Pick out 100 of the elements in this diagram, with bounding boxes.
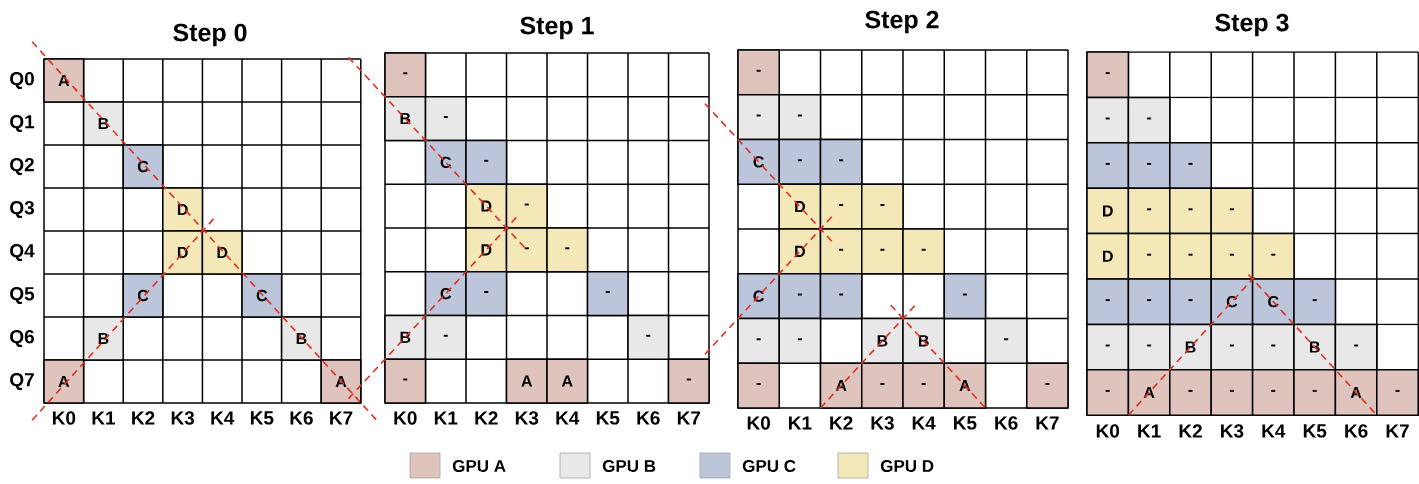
grid-cell: - — [465, 139, 508, 185]
grid-cell: A — [546, 358, 589, 404]
grid-cell: - — [1210, 232, 1254, 280]
grid-cell: - — [1293, 278, 1337, 326]
grid-cell: - — [465, 271, 508, 317]
grid-cell: - — [778, 317, 822, 364]
grid-cell: - — [1293, 369, 1337, 416]
column-label: K3 — [1221, 424, 1244, 438]
grid-cell: - — [384, 52, 427, 98]
column-label: K5 — [1303, 424, 1327, 438]
grid-cell: - — [902, 362, 945, 409]
grid-cell: - — [1210, 187, 1254, 235]
grid-cell: - — [1086, 142, 1130, 189]
grid-cell: - — [1376, 369, 1419, 416]
row-label: Q3 — [10, 201, 34, 218]
grid-cell: D — [778, 228, 822, 275]
column-label: K2 — [1179, 424, 1202, 438]
column-label: K4 — [211, 411, 235, 425]
grid-cell: - — [1210, 369, 1254, 416]
grid-cell: - — [1127, 323, 1171, 371]
grid-cell: - — [505, 183, 548, 229]
grid-cell: - — [1169, 278, 1212, 326]
step-title: Step 0 — [173, 23, 247, 47]
column-label: K0 — [394, 411, 417, 425]
row-label: Q7 — [10, 373, 34, 390]
grid-cell: B — [1293, 323, 1337, 371]
grid-cell: - — [861, 183, 904, 230]
grid-cell: - — [424, 96, 467, 142]
column-label: K1 — [789, 416, 812, 430]
grid-cell: - — [1086, 51, 1130, 99]
grid-cell: - — [861, 362, 904, 409]
row-label: Q0 — [10, 72, 34, 89]
column-label: K4 — [556, 411, 580, 425]
grid-cell: - — [819, 138, 863, 185]
grid-cell: - — [902, 228, 945, 275]
grid-cell: - — [1127, 142, 1171, 189]
column-label: K5 — [954, 416, 977, 430]
column-label: K0 — [52, 411, 76, 425]
grid-cell: - — [546, 227, 589, 273]
grid-cell: - — [984, 317, 1028, 364]
column-label: K2 — [132, 411, 155, 425]
column-label: K6 — [637, 411, 660, 425]
grid-cell: - — [778, 138, 822, 185]
grid-cell: - — [861, 228, 904, 275]
grid-cell: - — [819, 183, 863, 230]
column-label: K7 — [1036, 416, 1059, 430]
legend-label: GPU D — [880, 459, 934, 472]
grid-cell: B — [280, 316, 322, 361]
grid-cell: A — [505, 358, 548, 404]
row-label: Q6 — [10, 330, 34, 347]
column-label: K1 — [434, 411, 458, 425]
grid-cell: C — [1251, 278, 1295, 326]
legend-label: GPU A — [452, 459, 506, 472]
grid-cell: - — [586, 271, 629, 317]
legend-label: GPU C — [742, 459, 796, 472]
grid-cell: B — [82, 316, 124, 361]
grid-cell: D — [1086, 232, 1130, 280]
grid-cell: D — [778, 183, 822, 230]
column-label: K6 — [1345, 424, 1368, 438]
column-label: K2 — [830, 416, 853, 430]
step-title: Step 1 — [520, 16, 594, 40]
column-label: K0 — [747, 416, 770, 430]
column-label: K3 — [171, 411, 195, 425]
grid-cell: - — [1169, 232, 1212, 280]
grid-cell: - — [1086, 96, 1130, 144]
grid-cell: - — [1169, 142, 1212, 189]
grid-cell: - — [1086, 278, 1130, 326]
grid-cell: D — [1086, 187, 1130, 235]
column-label: K1 — [92, 411, 116, 425]
step-title: Step 3 — [1215, 13, 1289, 37]
step-title: Step 2 — [865, 10, 939, 34]
column-label: K5 — [250, 411, 274, 425]
grid-cell: - — [1251, 369, 1295, 416]
column-label: K7 — [677, 411, 701, 425]
grid-cell: - — [819, 273, 863, 320]
column-label: K6 — [290, 411, 313, 425]
column-label: K0 — [1096, 424, 1120, 438]
grid-cell: - — [1334, 323, 1378, 371]
column-label: K1 — [1138, 424, 1161, 438]
grid-cell: A — [1334, 369, 1378, 416]
grid-cell: - — [667, 358, 710, 404]
grid-cell: - — [1251, 232, 1295, 280]
column-label: K5 — [596, 411, 620, 425]
grid-cell: - — [1169, 369, 1212, 416]
grid-cell: D — [162, 230, 204, 275]
grid-cell: D — [162, 187, 204, 232]
grid-cell: A — [43, 359, 85, 404]
grid-cell: - — [384, 358, 427, 404]
grid-cell: C — [122, 144, 164, 189]
column-label: K4 — [912, 416, 936, 430]
grid-cell: - — [627, 314, 670, 360]
grid-cell: - — [1086, 323, 1130, 371]
column-label: K7 — [1386, 424, 1409, 438]
grid-cell: C — [737, 273, 780, 320]
grid-cell: - — [778, 94, 822, 141]
grid-cell: - — [1127, 278, 1171, 326]
column-label: K3 — [871, 416, 894, 430]
row-label: Q2 — [10, 158, 34, 175]
column-label: K7 — [330, 411, 353, 425]
column-label: K6 — [995, 416, 1018, 430]
